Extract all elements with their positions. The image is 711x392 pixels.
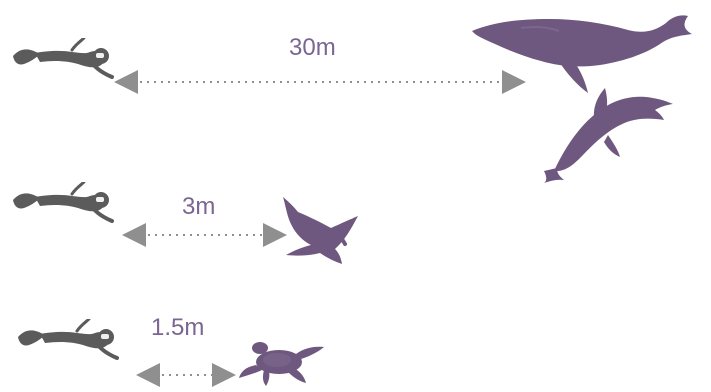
distance-label-3m: 3m <box>182 195 215 219</box>
manta-ray-icon <box>283 197 358 264</box>
sea-turtle-icon <box>239 342 324 386</box>
distance-label-1-5m: 1.5m <box>151 316 204 340</box>
distance-label-30m: 30m <box>289 36 336 60</box>
dolphin-icon <box>544 88 673 183</box>
row-30m <box>13 15 692 183</box>
snorkeler-icon <box>13 182 112 221</box>
snorkeler-icon <box>13 38 112 77</box>
snorkeler-icon <box>18 319 117 358</box>
